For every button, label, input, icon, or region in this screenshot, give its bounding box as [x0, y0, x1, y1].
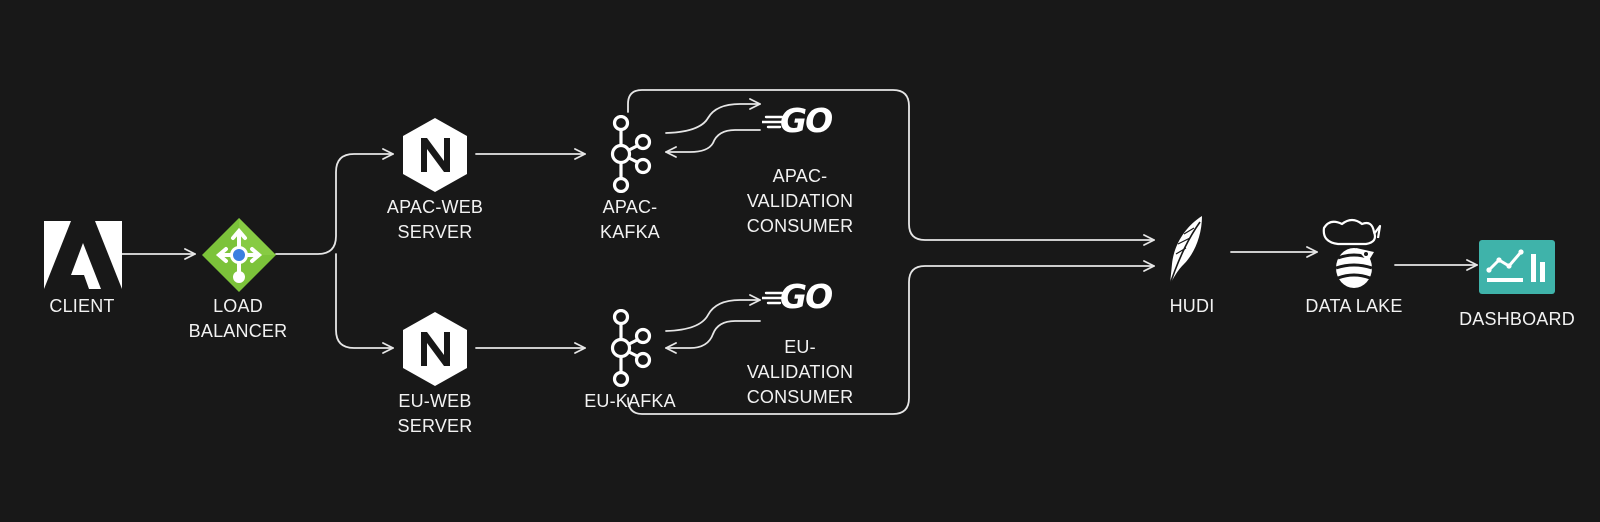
data-lake-icon: [1322, 218, 1382, 288]
go-icon: GO: [762, 277, 842, 316]
kafka-icon: [610, 309, 652, 387]
edge-eu-kafka-to-hudi: [627, 260, 1155, 415]
edge-load-balancer-to-apac-web-server: [275, 148, 394, 255]
edge-eu-consumer-to-eu-kafka: [665, 320, 761, 354]
apac-web-server-label: APAC-WEB SERVER: [386, 197, 484, 242]
go-speed-lines-icon: [762, 115, 784, 129]
load-balancer-label: LOAD BALANCER: [188, 296, 288, 341]
edge-apac-consumer-to-apac-kafka: [665, 129, 761, 158]
client-label: CLIENT: [49, 296, 115, 316]
hudi-feather-icon: [1167, 216, 1202, 291]
go-speed-lines-icon: [762, 291, 784, 305]
adobe-logo-icon: [44, 221, 122, 289]
kafka-icon: [610, 115, 652, 193]
edge-apac-kafka-to-apac-consumer: [665, 98, 761, 134]
apac-validation-consumer-label: APAC- VALIDATION CONSUMER: [746, 166, 854, 236]
go-icon: GO: [762, 101, 842, 140]
load-balancer-icon: [202, 218, 276, 292]
nginx-icon: [403, 118, 467, 192]
apac-kafka-label: APAC- KAFKA: [599, 197, 661, 242]
eu-validation-consumer-label: EU- VALIDATION CONSUMER: [746, 337, 854, 407]
go-text: GO: [780, 277, 833, 316]
data-lake-label: DATA LAKE: [1305, 296, 1403, 316]
nginx-icon: [403, 312, 467, 386]
dashboard-chart-icon: [1479, 240, 1555, 294]
eu-web-server-label: EU-WEB SERVER: [397, 391, 473, 436]
edge-apac-kafka-to-hudi: [627, 89, 1155, 246]
dashboard-label: DASHBOARD: [1459, 309, 1575, 329]
hudi-label: HUDI: [1169, 296, 1215, 316]
go-text: GO: [780, 101, 833, 140]
edge-eu-kafka-to-eu-consumer: [665, 294, 761, 332]
eu-kafka-label: EU-KAFKA: [584, 391, 676, 411]
edge-load-balancer-to-eu-web-server: [335, 253, 394, 354]
